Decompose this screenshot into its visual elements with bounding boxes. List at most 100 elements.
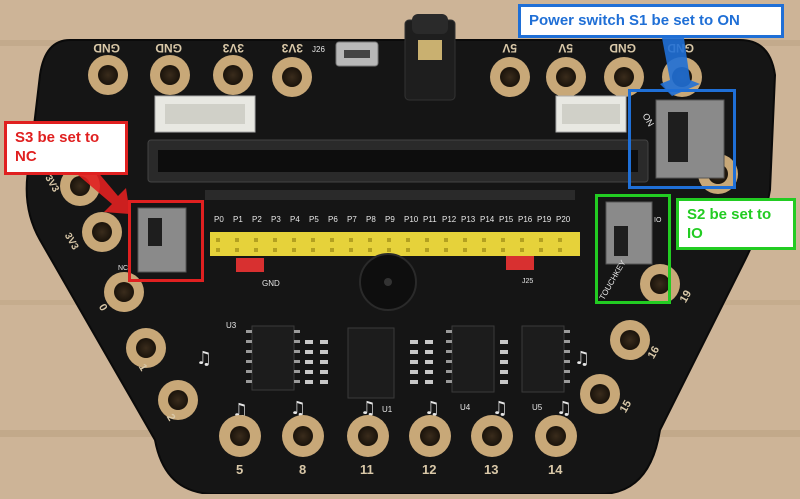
j26-label: J26: [312, 45, 325, 54]
edge-connector-opening: [158, 150, 638, 172]
switch-s1[interactable]: [655, 99, 725, 179]
switch-s2[interactable]: [605, 201, 653, 265]
pad-label: 14: [548, 462, 563, 477]
u3-label: U3: [226, 321, 237, 330]
chip-u1: [347, 327, 395, 399]
yellow-pin-header: [210, 232, 580, 256]
left-pads: [60, 166, 198, 420]
pin-label: P2: [252, 215, 262, 224]
pin-label: P4: [290, 215, 300, 224]
pin-label: P19: [537, 215, 552, 224]
pin-label: P0: [214, 215, 224, 224]
pad-label: 5V: [558, 41, 573, 55]
pin-label: P9: [385, 215, 395, 224]
gnd-label: GND: [262, 279, 280, 288]
pad-label: 11: [360, 462, 374, 477]
bottom-pad: [471, 415, 513, 457]
music-note-icon: ♫: [492, 398, 508, 419]
j25-label: J25: [522, 278, 533, 285]
pin-label: P14: [480, 215, 495, 224]
callout-s2-line1: S2 be set to: [687, 206, 772, 223]
pin-label: P6: [328, 215, 338, 224]
pad-label: 3V3: [281, 41, 303, 55]
top-pad: [150, 55, 190, 95]
switch-s2-knob[interactable]: [614, 226, 628, 256]
music-note-icon: ♫: [290, 398, 306, 419]
switch-s3-knob[interactable]: [148, 218, 162, 246]
chip-legs: [246, 330, 570, 383]
bottom-pad-labels: 5 8 11 12 13 14: [236, 462, 563, 477]
music-note-icon: ♫: [574, 348, 590, 369]
right-pad: [580, 374, 620, 414]
music-note-icon: ♫: [196, 348, 212, 369]
pin-label: P12: [442, 215, 457, 224]
blue-arrow: [660, 38, 700, 96]
pad-label: 13: [484, 462, 498, 477]
pad-label: 8: [299, 462, 306, 477]
bottom-pad: [219, 415, 261, 457]
pad-label: 16: [646, 344, 663, 361]
bottom-pad: [535, 415, 577, 457]
u1-label: U1: [382, 405, 393, 414]
pad-label: 3V3: [222, 41, 244, 55]
pad-label: 5: [236, 462, 243, 477]
left-pad: [158, 380, 198, 420]
top-pad: [546, 57, 586, 97]
highlight-s3: [128, 200, 204, 282]
pin-label: P15: [499, 215, 514, 224]
connector-slot: [562, 104, 620, 124]
pad-label: 12: [422, 462, 436, 477]
chip-u5: [521, 325, 565, 393]
pad-label: 2: [164, 412, 177, 423]
io-label: IO: [654, 217, 662, 224]
connector-slot: [165, 104, 245, 124]
callout-power-text: Power switch S1 be set to ON: [529, 12, 740, 29]
pin-label: P11: [423, 215, 437, 224]
pin-label: P16: [518, 215, 533, 224]
pad-label: GND: [93, 41, 120, 55]
bottom-pad: [347, 415, 389, 457]
right-pad: [610, 320, 650, 360]
pin-label: P7: [347, 215, 357, 224]
highlight-s2: [595, 194, 671, 304]
pin-label: P10: [404, 215, 419, 224]
top-pad: [272, 57, 312, 97]
bottom-pad: [282, 415, 324, 457]
top-pad: [490, 57, 530, 97]
callout-power-switch: Power switch S1 be set to ON: [518, 4, 784, 38]
audio-jack-contact: [418, 40, 442, 60]
music-note-icon: ♫: [556, 398, 572, 419]
yellow-header-pins: [216, 238, 562, 252]
callout-s2: S2 be set to IO: [676, 198, 796, 250]
chip-u3: [251, 325, 295, 391]
callout-s3: S3 be set to NC: [4, 121, 128, 175]
callout-s3-line2: NC: [15, 148, 37, 165]
bottom-pads: [219, 415, 577, 457]
nc-label: NC: [118, 265, 128, 272]
pin-label: P13: [461, 215, 476, 224]
callout-s2-line2: IO: [687, 225, 703, 242]
bottom-pad: [409, 415, 451, 457]
switch-s1-knob[interactable]: [668, 112, 688, 162]
top-pad: [213, 55, 253, 95]
left-pad: [82, 212, 122, 252]
left-pad: [104, 272, 144, 312]
highlight-s1: [628, 89, 736, 189]
music-note-icon: ♫: [360, 398, 376, 419]
callout-s3-line1: S3 be set to: [15, 129, 100, 146]
top-pad: [88, 55, 128, 95]
buzzer-hole: [384, 278, 392, 286]
right-pad-labels: 19 16 15: [618, 288, 695, 415]
pad-label: 5V: [502, 41, 517, 55]
pad-label: 1: [136, 362, 149, 373]
usb-port-opening: [344, 50, 370, 58]
pin-header-black: [205, 190, 575, 200]
pad-label: 0: [96, 302, 109, 313]
smd-components: [305, 340, 508, 384]
u5-label: U5: [532, 403, 543, 412]
red-jumper-left: [236, 258, 264, 272]
pin-labels: P0 P1 P2 P3 P4 P5 P6 P7 P8 P9 P10 P11 P1…: [214, 215, 571, 224]
pin-label: P1: [233, 215, 243, 224]
